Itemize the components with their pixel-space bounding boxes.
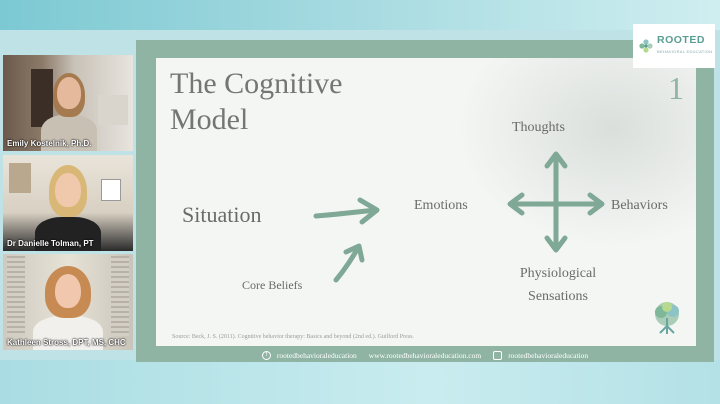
video-scene-3 [3,254,133,350]
slide-number: 1 [668,70,684,106]
tree-logo-icon [655,302,679,334]
behaviors-label: Behaviors [611,198,668,213]
participant-name-2: Dr Danielle Tolman, PT [7,239,94,248]
cross-arrows-icon [507,151,605,253]
leaf-shadow-decoration [456,58,696,248]
logo-subtext: BEHAVIORAL EDUCATION [657,49,713,54]
participant-name-3: Kathleen Stross, DPT, MS, CHC [7,338,126,347]
video-scene-1 [3,55,133,151]
sensations-label: Sensations [528,289,588,304]
slide-title: The Cognitive Model [170,67,343,136]
thoughts-label: Thoughts [512,120,565,135]
cognitive-model-arrows [313,151,605,283]
slide-source: Source: Beck, J. S. (2011). Cognitive be… [172,334,414,340]
situation-arrow-icon [313,197,380,225]
participant-name-1: Emily Kostelnik, Ph.D. [7,139,92,148]
facebook-icon: f [261,350,271,360]
emotions-label: Emotions [414,198,468,213]
participant-tile-3[interactable]: Kathleen Stross, DPT, MS, CHC [3,254,133,350]
video-scene-2 [3,155,133,251]
footer-facebook: rootedbehavioraleducation [276,350,357,360]
slide-footer: f rootedbehavioraleducation www.rootedbe… [136,348,714,362]
logo-text: ROOTED [657,34,705,46]
situation-label: Situation [182,202,262,227]
background-top [0,0,720,30]
participant-tile-2[interactable]: Dr Danielle Tolman, PT [3,155,133,251]
core-beliefs-arrow-icon [333,243,365,283]
rooted-logo: ROOTED BEHAVIORAL EDUCATION [633,24,715,68]
background-bottom [0,360,720,404]
footer-website: www.rootedbehavioraleducation.com [368,350,482,360]
participant-tile-1[interactable]: Emily Kostelnik, Ph.D. [3,55,133,151]
slide-content: The Cognitive Model 1 Situation Core Bel… [156,58,696,346]
rooted-flower-icon [639,39,653,53]
instagram-icon [493,350,503,360]
shared-slide: The Cognitive Model 1 Situation Core Bel… [136,40,714,362]
physiological-label: Physiological [519,266,597,281]
footer-instagram: rootedbehavioraleducation [508,350,589,360]
core-beliefs-label: Core Beliefs [242,278,303,292]
